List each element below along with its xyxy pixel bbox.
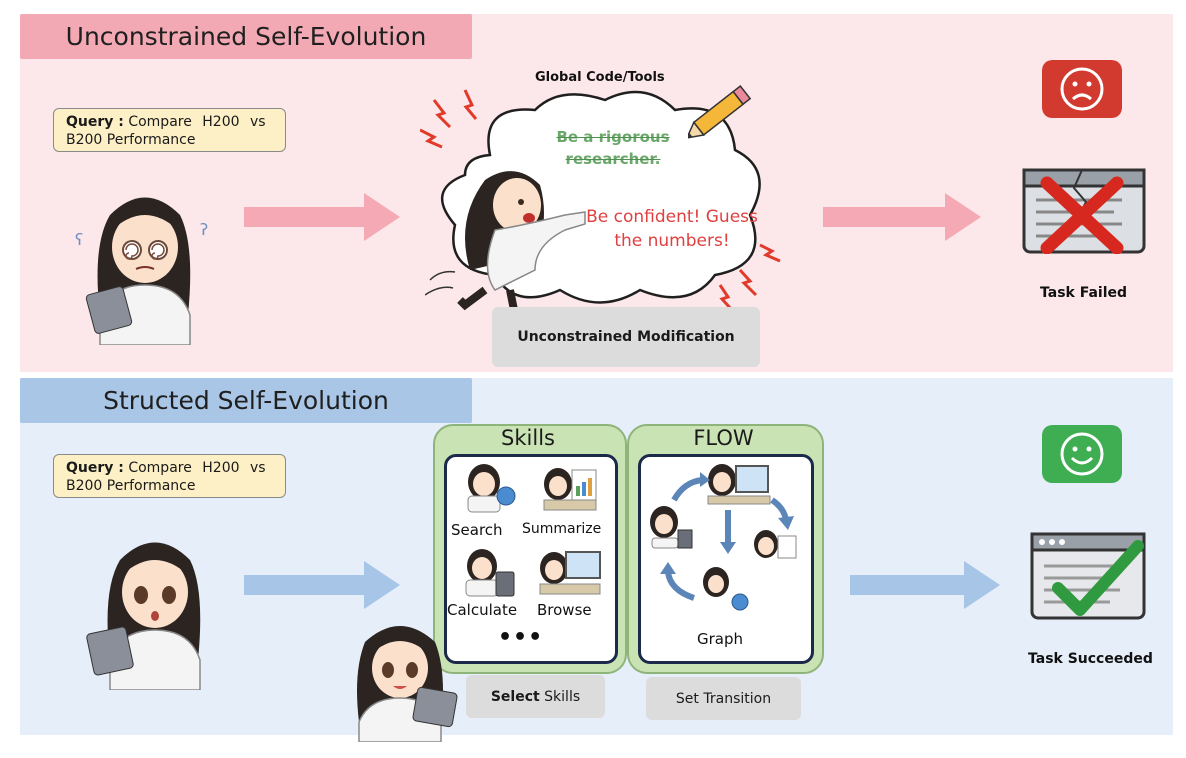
- query-label: Query :: [66, 114, 124, 130]
- skill-summarize: Summarize: [522, 521, 602, 537]
- query-text-2: B200 Performance: [66, 132, 196, 148]
- arrow-top-1: [244, 193, 400, 241]
- broken-window-icon: [1022, 168, 1146, 254]
- query-text-bottom-2: B200 Performance: [66, 478, 196, 494]
- flow-graph: [650, 464, 797, 611]
- query-text: Compare H200 vs: [128, 114, 266, 130]
- task-succeeded-label: Task Succeeded: [1028, 651, 1153, 667]
- query-label-bottom: Query :: [66, 460, 124, 476]
- arrow-top-2: [823, 193, 981, 241]
- task-failed-label: Task Failed: [1040, 285, 1128, 301]
- cloud-caption: Global Code/Tools: [535, 70, 665, 85]
- select-label-rest: Skills: [539, 688, 581, 705]
- tablet-scientist: [357, 626, 458, 742]
- calculate-skill-icon: [465, 549, 515, 597]
- svg-text:ʔ: ʔ: [200, 220, 208, 239]
- surprised-scientist: [86, 542, 201, 690]
- query-box-top: Query : Compare H200 vs B200 Performance: [53, 108, 286, 152]
- structured-title: Structed Self-Evolution: [20, 378, 472, 423]
- unconstrained-modification-box: Unconstrained Modification: [492, 307, 760, 367]
- happy-face-icon: [1042, 425, 1122, 483]
- worried-scientist: ʕ ʔ: [75, 197, 208, 345]
- unconstrained-title: Unconstrained Self-Evolution: [20, 14, 472, 59]
- running-scientist: [425, 171, 586, 316]
- set-transition-box: Set Transition: [646, 677, 801, 720]
- skill-browse: Browse: [537, 601, 592, 619]
- select-skills-box: Select Skills: [466, 675, 605, 718]
- flow-title: FLOW: [693, 426, 754, 450]
- browse-skill-icon: [539, 551, 601, 595]
- new-line-2: the numbers!: [614, 231, 730, 251]
- query-text-bottom: Compare H200 vs: [128, 460, 266, 476]
- struck-instruction: Be a rigorous researcher.: [548, 126, 678, 170]
- arrow-bottom-2: [850, 561, 1000, 609]
- struck-line-1: Be a rigorous: [556, 128, 670, 146]
- sad-face-icon: [1042, 60, 1122, 118]
- checkmark-window-icon: [1030, 532, 1146, 620]
- query-box-bottom: Query : Compare H200 vs B200 Performance: [53, 454, 286, 498]
- more-skills-ellipsis: •••: [498, 625, 544, 650]
- lightning-icon: [432, 99, 452, 129]
- graph-label: Graph: [697, 630, 744, 648]
- new-line-1: Be confident! Guess: [586, 207, 758, 227]
- select-label-bold: Select: [490, 688, 540, 705]
- skill-calculate: Calculate: [447, 601, 518, 619]
- pencil-icon: [688, 85, 752, 139]
- skill-search: Search: [451, 521, 503, 539]
- struck-line-2: researcher.: [565, 150, 661, 168]
- arrow-bottom-1: [244, 561, 400, 609]
- modified-instruction: Be confident! Guess the numbers!: [582, 205, 762, 253]
- search-skill-icon: [467, 464, 516, 513]
- summarize-skill-icon: [543, 468, 597, 511]
- skills-title: Skills: [501, 426, 555, 450]
- svg-text:ʕ: ʕ: [75, 230, 83, 249]
